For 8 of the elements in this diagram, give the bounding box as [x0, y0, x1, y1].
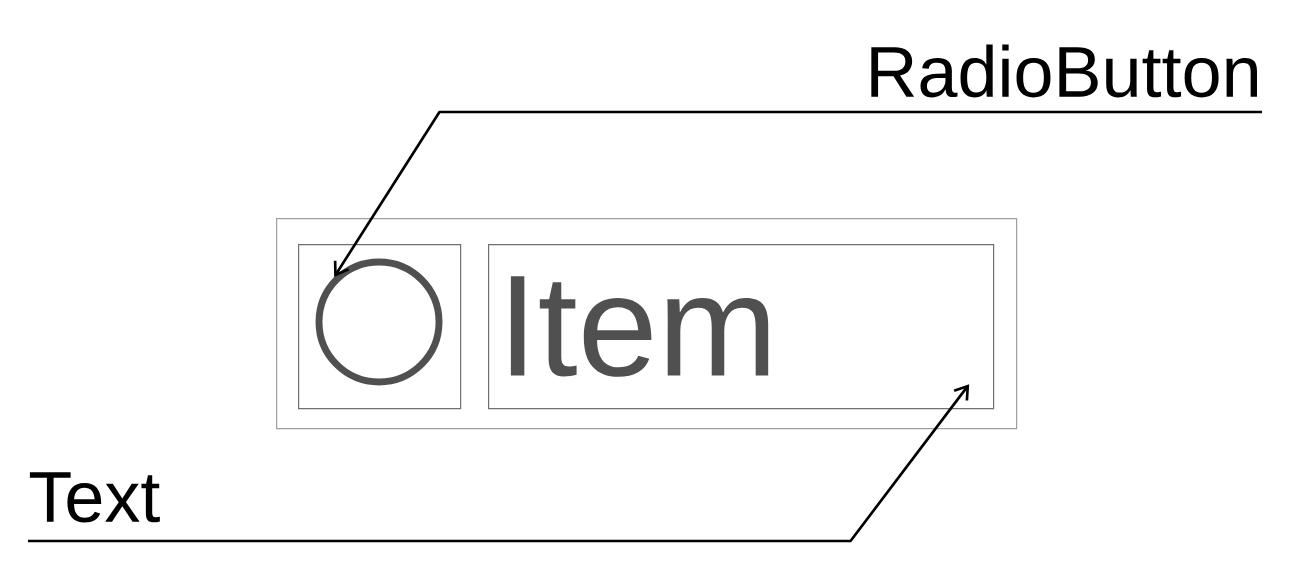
callout-label: RadioButton [871, 44, 1257, 98]
text-box: Item [488, 244, 995, 410]
component-frame [276, 218, 1018, 430]
leader-line [333, 110, 1262, 278]
leader-line [28, 384, 970, 543]
radio-circle [315, 258, 443, 386]
callout-label: Text [29, 472, 160, 523]
radio-box [298, 244, 462, 410]
